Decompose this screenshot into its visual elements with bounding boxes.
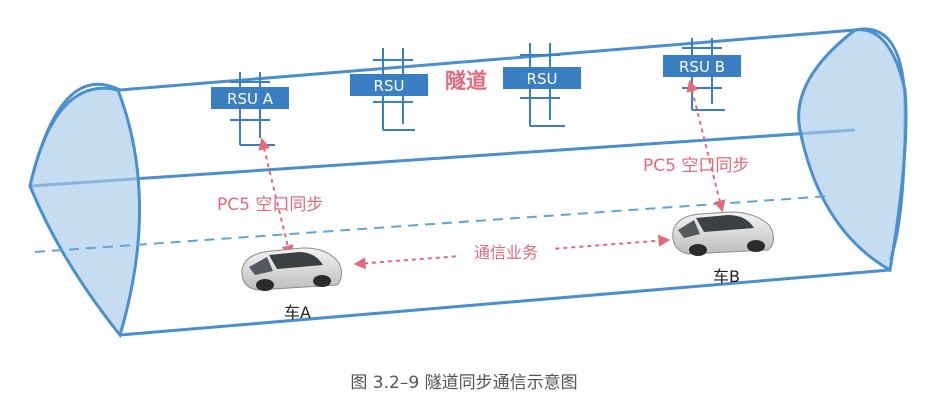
rsu-b: RSU B xyxy=(663,38,741,111)
figure-caption: 图 3.2–9 隧道同步通信示意图 xyxy=(350,373,578,393)
pc5-sync-arrow-left xyxy=(258,137,294,258)
car-b xyxy=(672,211,774,256)
tunnel-label: 隧道 xyxy=(445,69,487,93)
tunnel xyxy=(28,27,908,339)
pc5-sync-label-right: PC5 空口同步 xyxy=(643,156,749,176)
car-a xyxy=(241,247,343,291)
comm-label: 通信业务 xyxy=(474,243,538,262)
pc5-sync-arrow-right xyxy=(686,79,726,213)
rsu-3-label: RSU xyxy=(527,70,558,88)
rsu-3: RSU xyxy=(503,43,581,127)
car-a-label: 车A xyxy=(284,303,311,322)
rsu-a-label: RSU A xyxy=(227,90,274,108)
tunnel-left-portal xyxy=(28,86,141,339)
rsu-b-label: RSU B xyxy=(679,58,725,76)
rsu-2: RSU xyxy=(350,48,428,131)
pc5-sync-label-left: PC5 空口同步 xyxy=(217,195,323,215)
car-b-label: 车B xyxy=(713,267,740,286)
rsu-a: RSU A xyxy=(211,72,289,146)
tunnel-right-portal xyxy=(797,28,908,273)
rsu-2-label: RSU xyxy=(374,77,405,95)
